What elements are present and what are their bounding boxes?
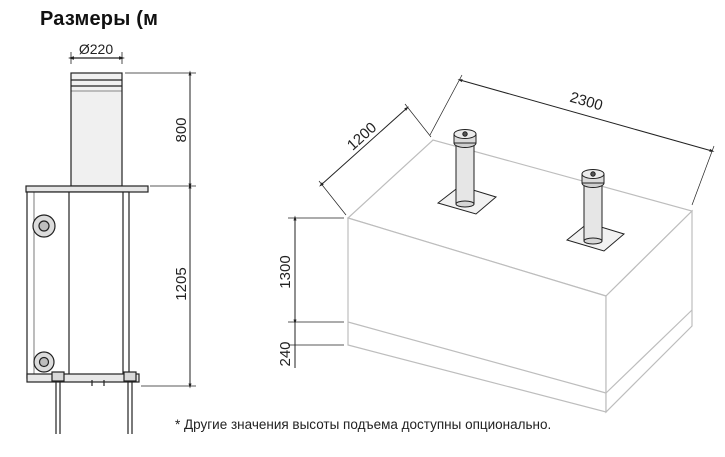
footnote-text: * Другие значения высоты подъема доступн… [175, 417, 552, 432]
foundation-block [346, 139, 694, 414]
bollard-height-label: 800 [173, 117, 190, 142]
block-dimensions [288, 74, 715, 368]
block-width-label: 2300 [568, 89, 605, 115]
page-title: Размеры (м [40, 8, 159, 30]
body-height-label: 1205 [173, 267, 190, 300]
vertical-dimensions-left [125, 70, 196, 389]
block-height-label: 1300 [277, 255, 294, 288]
diameter-label: Ø220 [79, 41, 113, 57]
bollard-side-view [25, 52, 149, 434]
base-layer-label: 240 [277, 341, 294, 366]
bollard-on-block-1 [436, 129, 498, 215]
bollard-on-block-2 [565, 169, 626, 252]
